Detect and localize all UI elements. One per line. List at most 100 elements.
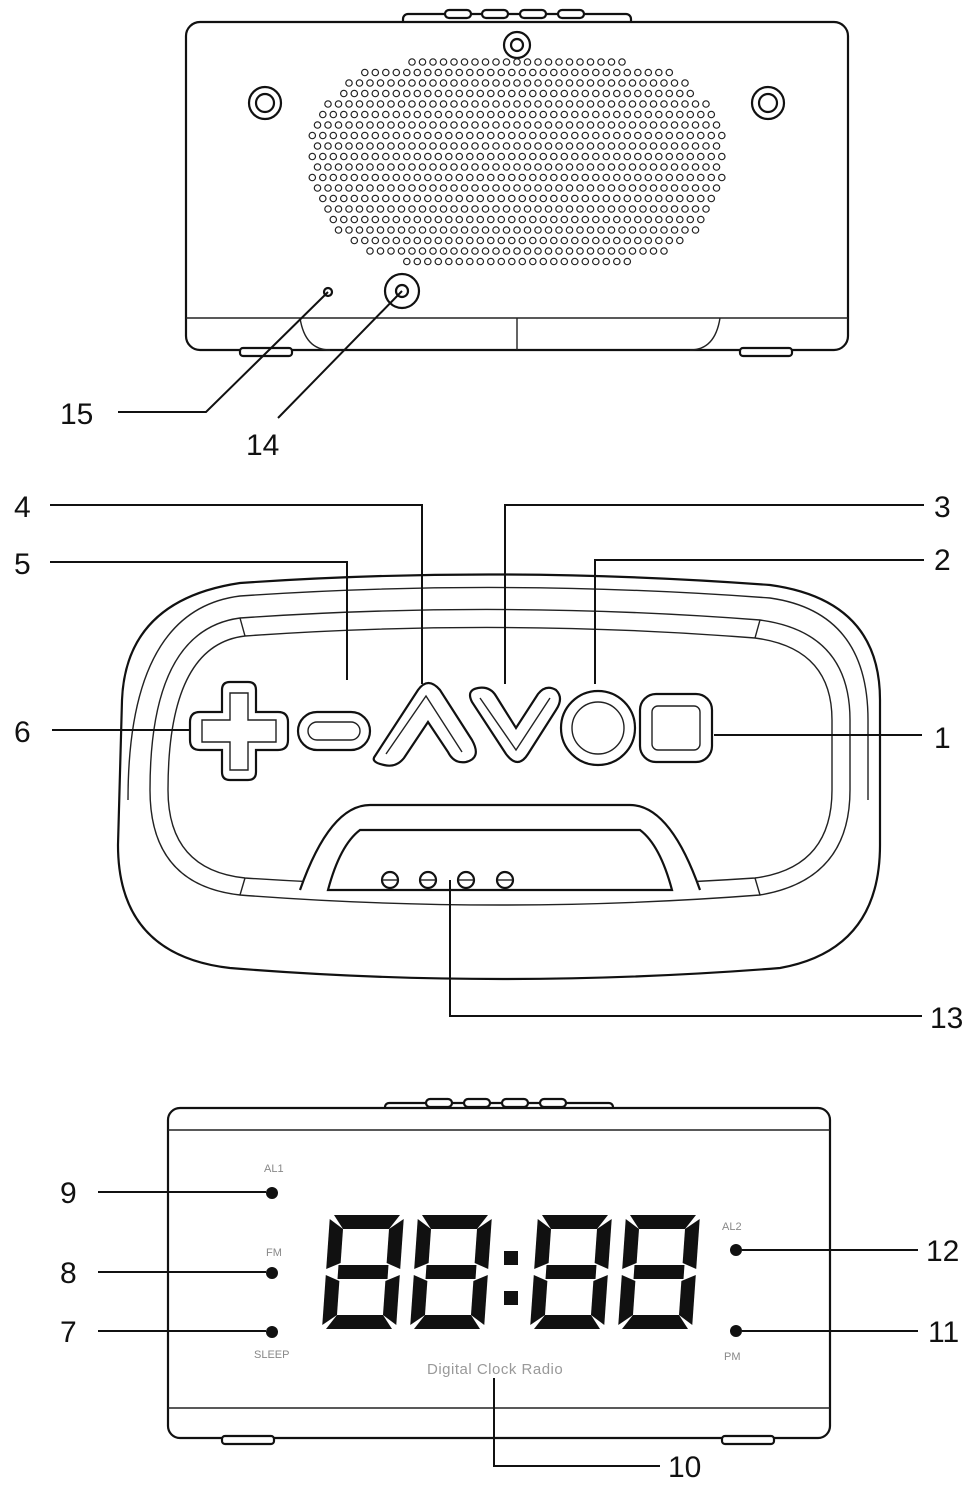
grille-hole <box>371 68 380 77</box>
grille-hole <box>581 194 590 203</box>
grille-hole <box>702 142 710 150</box>
grille-hole <box>549 131 558 140</box>
grille-hole <box>544 100 553 108</box>
grille-hole <box>481 247 490 255</box>
grille-hole <box>507 194 516 203</box>
grille-hole <box>534 205 542 213</box>
grille-hole <box>366 205 374 213</box>
grille-hole <box>549 215 558 224</box>
top-view: 4 5 3 2 6 1 13 <box>14 491 963 1035</box>
grille-hole <box>339 194 348 203</box>
grille-hole <box>408 79 416 87</box>
grille-hole <box>402 194 411 203</box>
grille-hole <box>565 247 574 255</box>
grille-hole <box>471 247 479 255</box>
grille-hole <box>555 247 563 255</box>
display-segment <box>474 1219 492 1269</box>
grille-hole <box>544 184 553 192</box>
grille-hole <box>712 184 721 192</box>
grille-hole <box>633 173 642 182</box>
grille-hole <box>565 142 574 150</box>
grille-hole <box>334 226 343 234</box>
grille-hole <box>586 79 595 87</box>
grille-hole <box>534 100 542 108</box>
grille-hole <box>513 100 521 108</box>
grille-hole <box>408 58 416 66</box>
grille-hole <box>570 257 579 266</box>
grille-hole <box>696 152 705 161</box>
up-button[interactable] <box>372 681 477 767</box>
grille-hole <box>345 163 353 171</box>
grille-hole <box>707 131 716 140</box>
grille-hole <box>570 89 579 98</box>
grille-hole <box>597 79 605 87</box>
square-button[interactable] <box>638 692 714 764</box>
grille-hole <box>570 236 579 245</box>
grille-hole <box>486 194 495 203</box>
grille-hole <box>413 194 422 203</box>
grille-hole <box>423 131 432 140</box>
circle-button[interactable] <box>559 689 637 767</box>
grille-hole <box>444 257 453 266</box>
grille-hole <box>586 247 595 255</box>
grille-hole <box>439 121 448 129</box>
grille-hole <box>570 152 579 161</box>
grille-hole <box>528 173 537 182</box>
grille-hole <box>576 163 584 171</box>
display-segment <box>682 1219 700 1269</box>
grille-hole <box>334 163 343 171</box>
grille-hole <box>681 163 689 171</box>
grille-hole <box>486 131 495 140</box>
grille-hole <box>392 68 401 77</box>
grille-hole <box>476 215 485 224</box>
grille-hole <box>460 121 469 129</box>
grille-hole <box>628 247 637 255</box>
grille-hole <box>455 215 464 224</box>
grille-hole <box>675 236 684 245</box>
grille-hole <box>313 142 322 150</box>
plus-button[interactable] <box>188 680 290 782</box>
grille-hole <box>507 110 516 119</box>
grille-hole <box>560 257 569 266</box>
grille-hole <box>339 173 348 182</box>
grille-hole <box>381 89 390 98</box>
grille-hole <box>675 215 684 224</box>
grille-hole <box>444 194 453 203</box>
grille-hole <box>539 152 548 161</box>
grille-hole <box>413 236 422 245</box>
grille-hole <box>465 173 474 182</box>
grille-hole <box>408 163 416 171</box>
grille-hole <box>628 226 637 234</box>
grille-hole <box>654 236 663 245</box>
grille-hole <box>518 131 527 140</box>
grille-hole <box>486 257 495 266</box>
grille-hole <box>465 236 474 245</box>
down-button[interactable] <box>468 686 562 764</box>
grille-hole <box>644 68 653 77</box>
grille-hole <box>429 163 437 171</box>
grille-hole <box>324 163 332 171</box>
grille-hole <box>355 205 364 213</box>
grille-hole <box>555 184 563 192</box>
grille-hole <box>544 226 553 234</box>
grille-hole <box>623 194 632 203</box>
grille-hole <box>660 142 668 150</box>
grille-hole <box>675 194 684 203</box>
grille-hole <box>481 142 490 150</box>
grille-hole <box>324 184 332 192</box>
grille-hole <box>518 68 527 77</box>
grille-hole <box>455 236 464 245</box>
grille-hole <box>387 100 395 108</box>
minus-button[interactable] <box>296 710 372 752</box>
callout-2: 2 <box>934 544 951 577</box>
grille-hole <box>429 142 437 150</box>
display-segment <box>534 1315 600 1329</box>
grille-hole <box>665 68 674 77</box>
grille-hole <box>350 152 359 161</box>
grille-hole <box>555 100 563 108</box>
grille-hole <box>434 110 443 119</box>
grille-hole <box>513 121 521 129</box>
grille-hole <box>681 142 689 150</box>
grille-hole <box>612 236 621 245</box>
grille-hole <box>639 163 647 171</box>
